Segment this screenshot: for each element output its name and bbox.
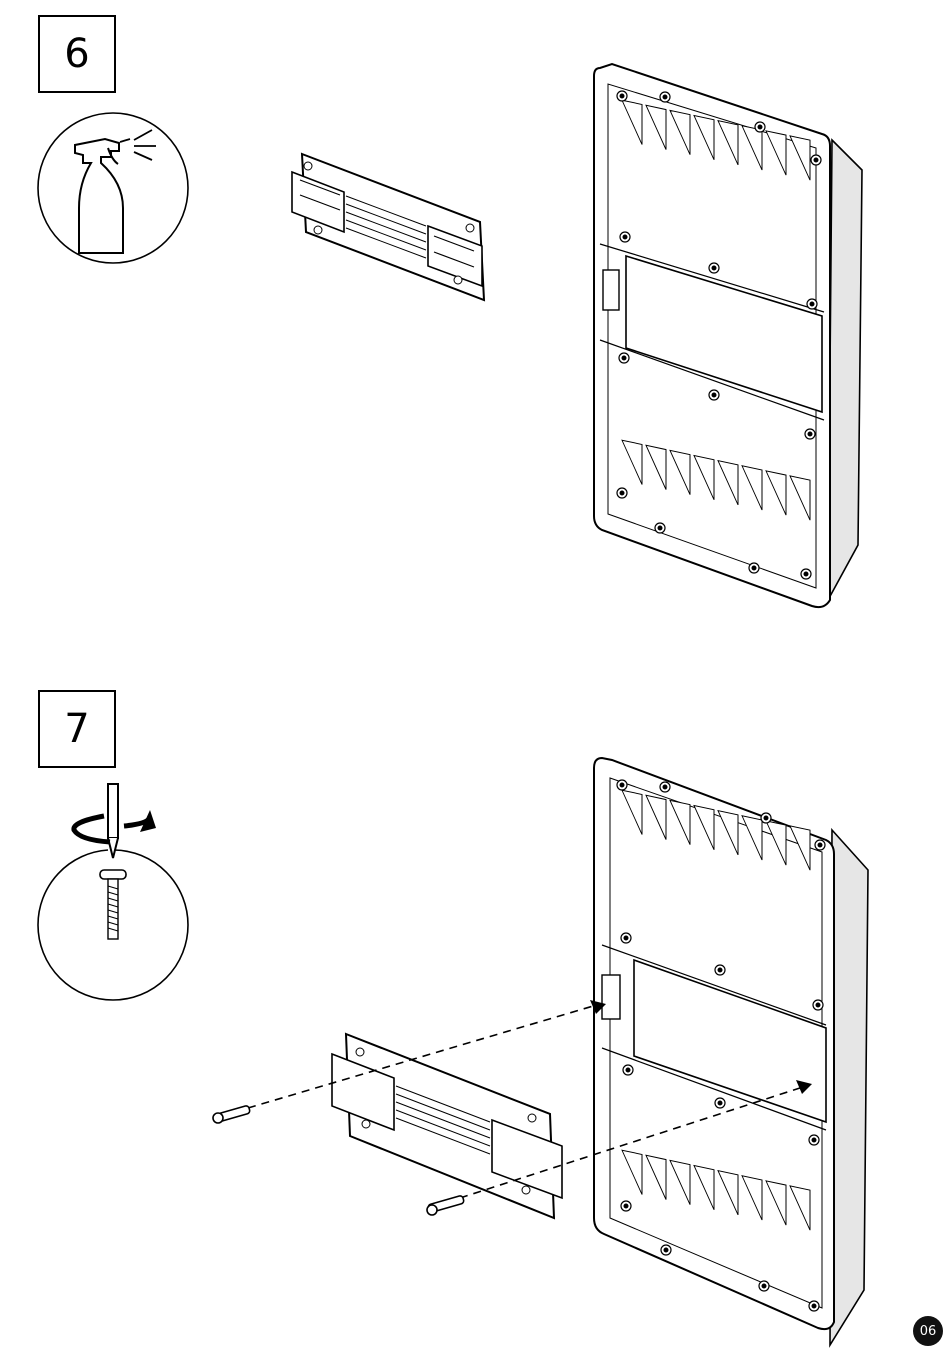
back-panel-illustration [594, 758, 868, 1345]
screw-icon [213, 1105, 250, 1123]
spray-bottle-icon [38, 113, 188, 263]
vent-plate-illustration [332, 1034, 562, 1218]
screwdriver-screw-icon [38, 784, 188, 1000]
page-number: 06 [913, 1316, 943, 1346]
screw-icon [427, 1195, 464, 1215]
vent-plate-illustration [292, 154, 484, 300]
back-panel-illustration [594, 64, 862, 607]
